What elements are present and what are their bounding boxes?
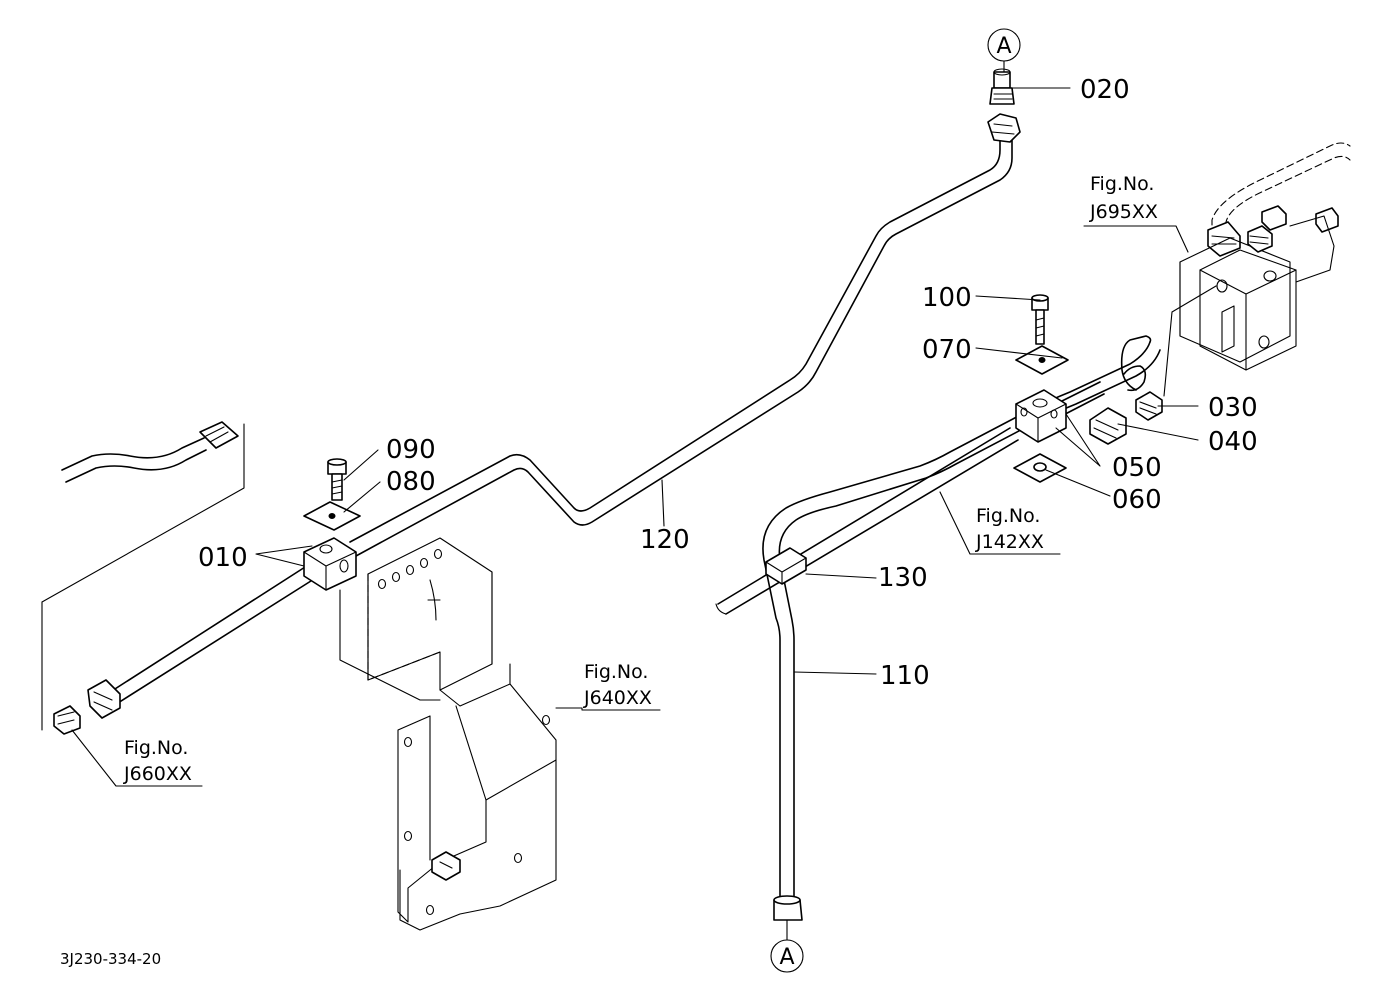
fig-ref-j142-prefix: Fig.No.	[976, 505, 1040, 527]
ref-marker-top-text: A	[996, 34, 1011, 59]
bolt-090	[327, 458, 347, 501]
plate-070	[1015, 345, 1069, 375]
leader-lines	[71, 87, 1217, 787]
support-bracket	[339, 537, 557, 931]
fig-ref-j640-number: J640XX	[583, 687, 652, 709]
valve-block	[1179, 142, 1351, 371]
label-100: 100	[922, 283, 972, 313]
plate-060	[1013, 453, 1067, 483]
drawing-code: 3J230-334-20	[60, 950, 161, 968]
label-070: 070	[922, 335, 972, 365]
fig-ref-j142-number: J142XX	[975, 531, 1044, 553]
fig-ref-j660-number: J660XX	[123, 763, 192, 785]
bolt-100	[1031, 294, 1049, 345]
fig-ref-j695-prefix: Fig.No.	[1090, 173, 1154, 195]
label-110: 110	[880, 661, 930, 691]
label-090: 090	[386, 435, 436, 465]
ref-marker-bottom: A	[770, 919, 804, 973]
clamp-010	[303, 537, 357, 591]
adapter-020	[989, 68, 1015, 105]
fig-ref-j660-prefix: Fig.No.	[124, 737, 188, 759]
left-panel-outline	[41, 421, 245, 731]
label-130: 130	[878, 563, 928, 593]
pipe-120	[87, 113, 1021, 719]
fig-ref-j695: Fig.No. J695XX	[1089, 173, 1158, 223]
left-adapter	[53, 705, 81, 735]
clamp-050	[1015, 389, 1067, 443]
fig-ref-j640: Fig.No. J640XX	[583, 661, 652, 709]
fig-ref-j660: Fig.No. J660XX	[123, 737, 192, 785]
label-050: 050	[1112, 453, 1162, 483]
label-080: 080	[386, 467, 436, 497]
fig-ref-j695-number: J695XX	[1089, 201, 1158, 223]
pipe-110	[762, 335, 1161, 921]
fitting-040	[1089, 365, 1147, 445]
fig-ref-j640-prefix: Fig.No.	[584, 661, 648, 683]
adapter-030	[1135, 391, 1163, 421]
label-010: 010	[198, 543, 248, 573]
fig-ref-j142: Fig.No. J142XX	[975, 505, 1044, 553]
label-120: 120	[640, 525, 690, 555]
ref-marker-bottom-text: A	[779, 945, 794, 970]
part-labels: 010 020 030 040 050 060 070 080 090 100 …	[198, 75, 1258, 691]
plate-080	[303, 501, 361, 531]
ref-marker-top: A	[987, 28, 1021, 73]
label-020: 020	[1080, 75, 1130, 105]
label-040: 040	[1208, 427, 1258, 457]
clip-130	[765, 547, 807, 585]
label-060: 060	[1112, 485, 1162, 515]
label-030: 030	[1208, 393, 1258, 423]
